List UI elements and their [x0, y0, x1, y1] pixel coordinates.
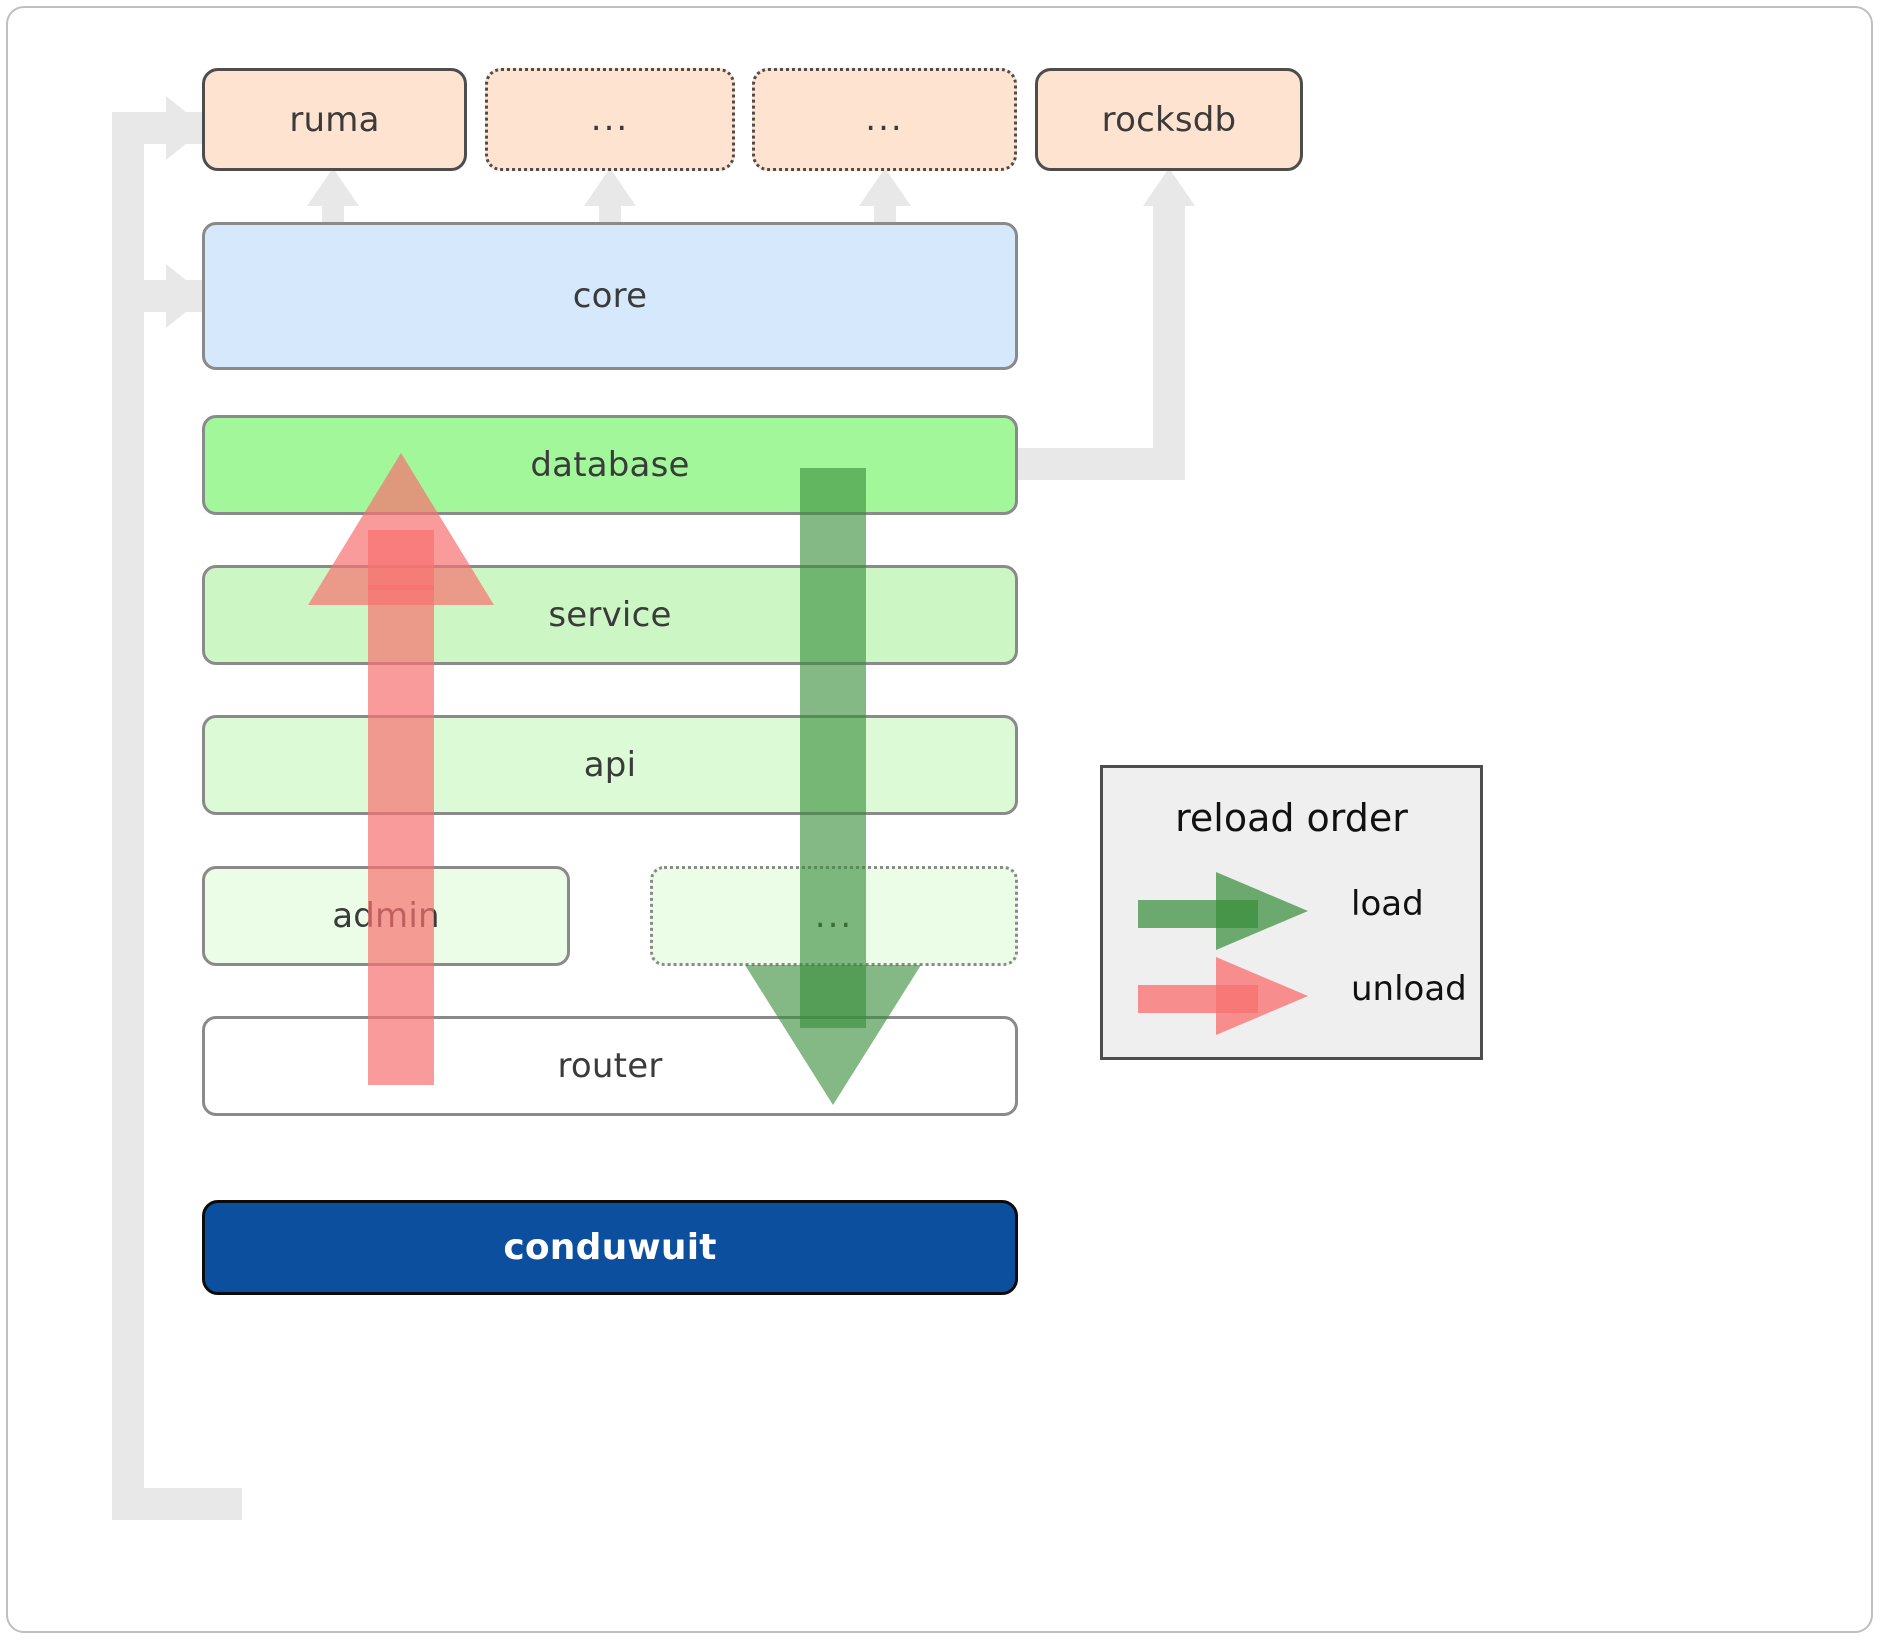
connector-database-to-rocksdb-vertical	[1153, 200, 1185, 480]
dependency-box-dots-1[interactable]: ...	[485, 68, 735, 171]
layer-label: core	[572, 276, 648, 316]
connector-core-to-dots2-arrowhead	[859, 168, 911, 206]
connector-ruma-arrowhead	[166, 96, 206, 160]
connector-conduwuit-to-trunk	[112, 1488, 242, 1520]
layer-label: router	[557, 1046, 663, 1086]
connector-core-to-dots1-arrowhead	[584, 168, 636, 206]
dependency-box-dots-2[interactable]: ...	[752, 68, 1017, 171]
layer-label: database	[530, 445, 690, 485]
unload-arrow-shaft-upper	[368, 530, 434, 590]
load-arrow-shaft	[800, 468, 866, 1028]
load-legend-arrow-head	[1216, 872, 1308, 950]
dependency-label: ruma	[289, 99, 380, 140]
dependency-label: ...	[590, 99, 630, 140]
legend-title: reload order	[1175, 796, 1408, 840]
connector-rocksdb-arrowhead	[1143, 168, 1195, 206]
layer-label: service	[548, 595, 672, 635]
dependency-box-ruma[interactable]: ruma	[202, 68, 467, 171]
connector-database-to-rocksdb-horizontal	[1018, 448, 1168, 480]
legend-label-unload: unload	[1351, 969, 1467, 1009]
legend-row-unload: unload	[1103, 957, 1480, 1035]
unload-arrow-shaft	[368, 585, 434, 1085]
layer-label: api	[583, 745, 637, 785]
load-arrow-head	[745, 965, 921, 1105]
layer-box-api[interactable]: api	[202, 715, 1018, 815]
dependency-label: rocksdb	[1101, 99, 1237, 140]
dependency-label: ...	[865, 99, 904, 140]
binary-box-conduwuit[interactable]: conduwuit	[202, 1200, 1018, 1295]
legend-panel: reload order load unload	[1100, 765, 1483, 1060]
dependency-box-rocksdb[interactable]: rocksdb	[1035, 68, 1303, 171]
connector-core-to-ruma-arrowhead	[307, 168, 359, 206]
binary-label: conduwuit	[503, 1227, 717, 1268]
legend-label-load: load	[1351, 884, 1424, 924]
connector-trunk-left-vertical	[112, 128, 144, 1520]
layer-box-core[interactable]: core	[202, 222, 1018, 370]
legend-row-load: load	[1103, 872, 1480, 950]
unload-legend-arrow-head	[1216, 957, 1308, 1035]
connector-core-arrowhead	[166, 264, 206, 328]
